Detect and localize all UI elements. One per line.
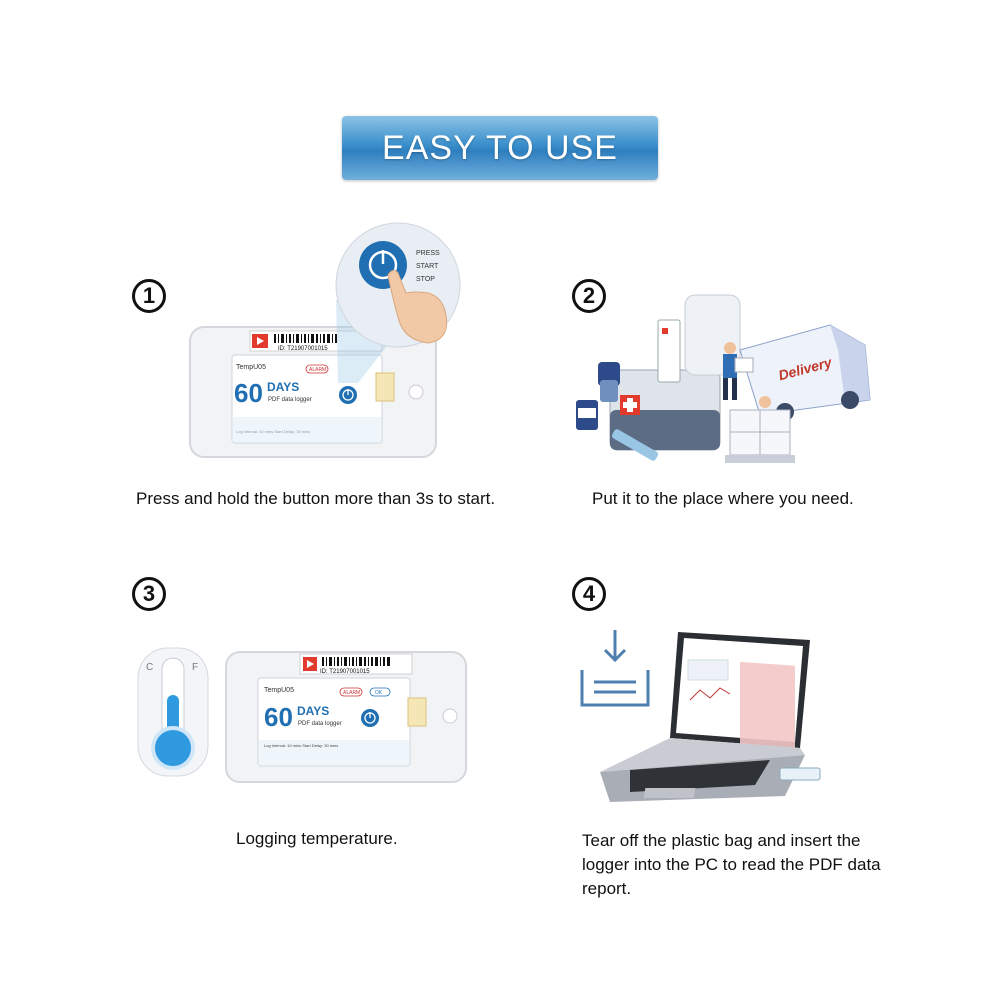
pdf-report-graph	[689, 687, 731, 701]
zoom-stop-label: STOP	[416, 276, 435, 283]
fahrenheit-label: F	[192, 662, 198, 673]
pdf-report-table	[740, 661, 795, 751]
step-4-illustration	[580, 630, 821, 802]
step-3-illustration: C F ID: T21907001015 TempU05 60 DAYS PDF…	[137, 647, 467, 783]
device-days: 60	[234, 378, 263, 408]
title-banner: EASY TO USE	[342, 116, 658, 180]
usb-contacts	[407, 697, 427, 727]
worker-icon	[724, 342, 736, 354]
zoom-start-label: START	[416, 263, 439, 270]
step-4-number: 4	[572, 577, 606, 611]
step-1-illustration: ID: T21907001015 TempU05 60 DAYS PDF dat…	[189, 222, 461, 458]
banner-title: EASY TO USE	[382, 128, 618, 167]
step-3-number: 3	[132, 577, 166, 611]
bag-hole	[408, 384, 424, 400]
finger-icon	[387, 269, 448, 344]
step-1-caption: Press and hold the button more than 3s t…	[136, 489, 496, 508]
device-id: ID: T21907001015	[278, 346, 328, 352]
device-days: 60	[264, 702, 293, 732]
logger-in-box	[657, 319, 681, 383]
zoom-press-label: PRESS	[416, 250, 440, 257]
usb-contacts	[375, 372, 395, 402]
step-2-number: 2	[572, 279, 606, 313]
device-model: TempU05	[236, 364, 266, 371]
laptop-keyboard	[630, 760, 770, 792]
laptop-base	[600, 738, 805, 772]
barcode	[274, 334, 337, 343]
syringe-icon	[611, 429, 659, 461]
device-model: TempU05	[264, 687, 294, 694]
celsius-label: C	[146, 662, 153, 673]
barcode	[322, 657, 390, 666]
device-id: ID: T21907001015	[320, 669, 370, 675]
step-2-illustration: Delivery	[576, 294, 871, 463]
alarm-label: ALARM	[309, 367, 326, 373]
step-3-caption: Logging temperature.	[236, 829, 398, 848]
device-days-unit: DAYS	[267, 380, 299, 394]
alarm-label: ALARM	[343, 690, 360, 696]
device-subtitle: PDF data logger	[268, 397, 312, 403]
inserted-logger	[779, 767, 821, 781]
download-icon	[580, 630, 650, 707]
device-subtitle: PDF data logger	[298, 721, 342, 727]
ok-label: OK	[375, 690, 383, 696]
step-1-number: 1	[132, 279, 166, 313]
step-4-caption: Tear off the plastic bag and insert the …	[582, 831, 881, 898]
device-days-unit: DAYS	[297, 704, 329, 718]
log-info: Log Interval: 10 mins Start Delay: 30 mi…	[264, 743, 338, 748]
step-2-caption: Put it to the place where you need.	[592, 489, 854, 508]
